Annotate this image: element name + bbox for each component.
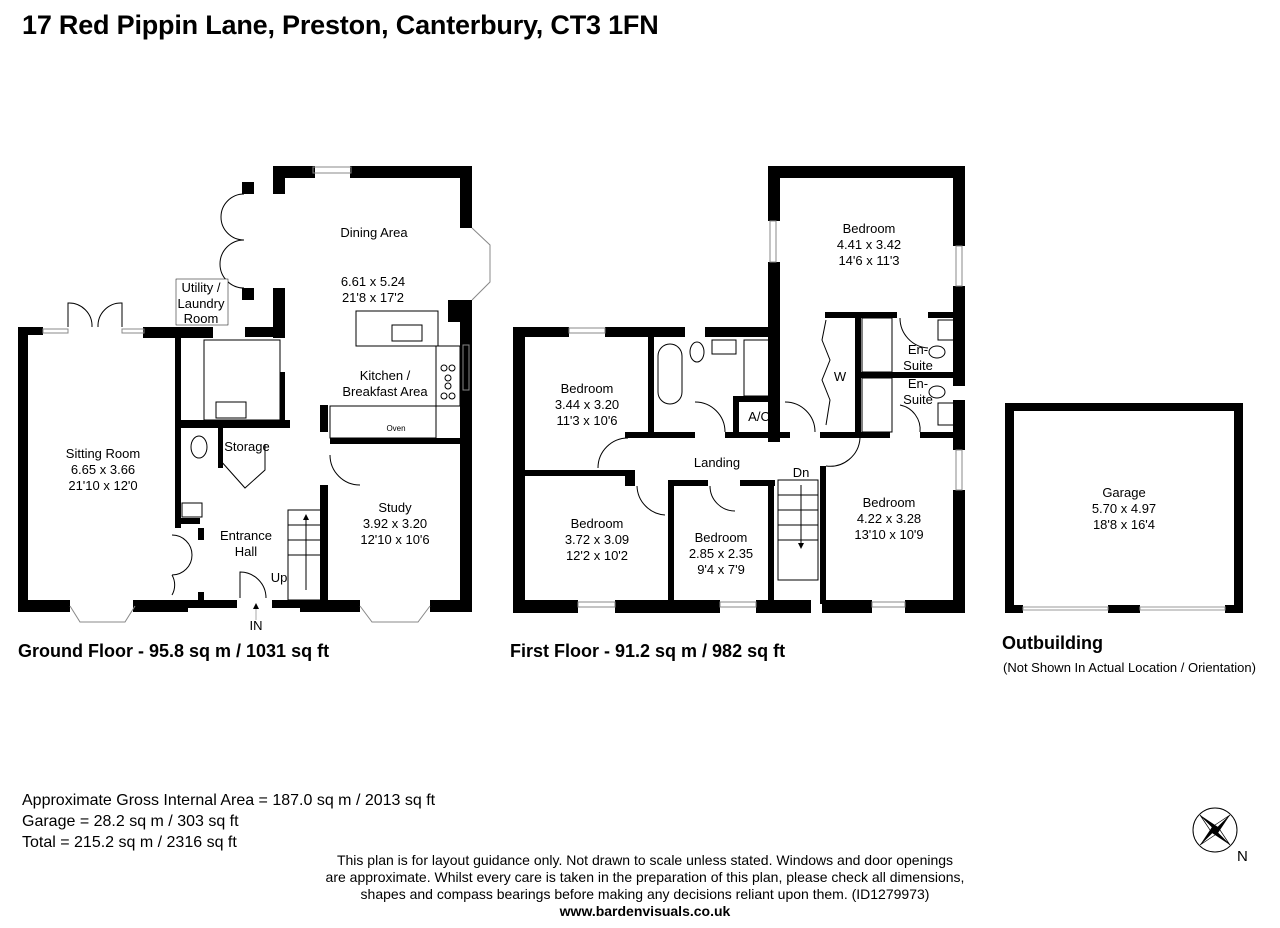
compass-rose-icon bbox=[1192, 807, 1238, 853]
gross-area: Approximate Gross Internal Area = 187.0 … bbox=[22, 792, 436, 809]
svg-text:Entrance: Entrance bbox=[220, 528, 272, 543]
svg-text:3.44 x 3.20: 3.44 x 3.20 bbox=[555, 397, 619, 412]
svg-text:Bedroom: Bedroom bbox=[561, 381, 614, 396]
svg-text:A/C: A/C bbox=[748, 409, 770, 424]
svg-text:Laundry: Laundry bbox=[178, 296, 225, 311]
svg-text:IN: IN bbox=[250, 618, 263, 633]
svg-text:Bedroom: Bedroom bbox=[695, 530, 748, 545]
compass-north-label: N bbox=[1237, 848, 1248, 865]
svg-text:4.22 x 3.28: 4.22 x 3.28 bbox=[857, 511, 921, 526]
first-floor-caption: First Floor - 91.2 sq m / 982 sq ft bbox=[510, 641, 786, 661]
svg-text:Up: Up bbox=[271, 570, 288, 585]
area-summary: Approximate Gross Internal Area = 187.0 … bbox=[22, 790, 435, 853]
disclaimer: This plan is for layout guidance only. N… bbox=[290, 852, 1000, 920]
svg-text:Garage: Garage bbox=[1102, 485, 1145, 500]
website-link[interactable]: www.bardenvisuals.co.uk bbox=[559, 903, 731, 919]
svg-text:Study: Study bbox=[378, 500, 412, 515]
svg-text:14'6 x 11'3: 14'6 x 11'3 bbox=[838, 253, 899, 268]
svg-text:Sitting Room: Sitting Room bbox=[66, 446, 140, 461]
svg-text:Bedroom: Bedroom bbox=[571, 516, 624, 531]
svg-text:11'3 x 10'6: 11'3 x 10'6 bbox=[556, 413, 617, 428]
svg-text:Suite: Suite bbox=[903, 358, 933, 373]
svg-text:21'8 x 17'2: 21'8 x 17'2 bbox=[342, 290, 404, 305]
svg-text:12'2 x 10'2: 12'2 x 10'2 bbox=[566, 548, 628, 563]
total-area: Total = 215.2 sq m / 2316 sq ft bbox=[22, 834, 237, 851]
garage-area: Garage = 28.2 sq m / 303 sq ft bbox=[22, 813, 239, 830]
svg-text:21'10 x 12'0: 21'10 x 12'0 bbox=[68, 478, 137, 493]
svg-text:Room: Room bbox=[184, 311, 219, 326]
svg-text:Kitchen /: Kitchen / bbox=[360, 368, 411, 383]
ground-floor-caption: Ground Floor - 95.8 sq m / 1031 sq ft bbox=[18, 641, 330, 661]
svg-text:Bedroom: Bedroom bbox=[863, 495, 916, 510]
first-floor-labels: Bedroom 4.41 x 3.42 14'6 x 11'3 Bedroom … bbox=[555, 221, 933, 577]
svg-text:Dn: Dn bbox=[793, 465, 810, 480]
svg-text:En-: En- bbox=[908, 376, 928, 391]
svg-text:9'4 x 7'9: 9'4 x 7'9 bbox=[697, 562, 745, 577]
svg-text:3.92 x 3.20: 3.92 x 3.20 bbox=[363, 516, 427, 531]
svg-text:Utility /: Utility / bbox=[182, 280, 221, 295]
disclaimer-line-2: are approximate. Whilst every care is ta… bbox=[325, 869, 965, 885]
svg-text:6.61 x 5.24: 6.61 x 5.24 bbox=[341, 274, 405, 289]
disclaimer-line-1: This plan is for layout guidance only. N… bbox=[336, 852, 954, 868]
svg-text:13'10 x 10'9: 13'10 x 10'9 bbox=[854, 527, 923, 542]
svg-text:Suite: Suite bbox=[903, 392, 933, 407]
disclaimer-line-3: shapes and compass bearings before makin… bbox=[360, 886, 930, 902]
svg-text:Landing: Landing bbox=[694, 455, 740, 470]
svg-text:Breakfast Area: Breakfast Area bbox=[342, 384, 428, 399]
svg-text:W: W bbox=[834, 369, 847, 384]
svg-text:12'10 x 10'6: 12'10 x 10'6 bbox=[360, 532, 429, 547]
svg-text:2.85 x 2.35: 2.85 x 2.35 bbox=[689, 546, 753, 561]
svg-text:5.70 x 4.97: 5.70 x 4.97 bbox=[1092, 501, 1156, 516]
svg-text:18'8 x 16'4: 18'8 x 16'4 bbox=[1093, 517, 1155, 532]
svg-text:4.41 x 3.42: 4.41 x 3.42 bbox=[837, 237, 901, 252]
ground-floor-labels: Dining Area 6.61 x 5.24 21'8 x 17'2 Kitc… bbox=[66, 225, 430, 633]
property-address-title: 17 Red Pippin Lane, Preston, Canterbury,… bbox=[22, 10, 659, 40]
svg-text:Hall: Hall bbox=[235, 544, 258, 559]
ground-floor-details bbox=[42, 166, 491, 623]
svg-text:Storage: Storage bbox=[224, 439, 270, 454]
svg-text:3.72 x 3.09: 3.72 x 3.09 bbox=[565, 532, 629, 547]
first-floor-details bbox=[568, 220, 963, 608]
svg-text:Oven: Oven bbox=[386, 424, 405, 433]
first-floor-plan bbox=[513, 166, 965, 613]
garage-plan: Garage 5.70 x 4.97 18'8 x 16'4 bbox=[1005, 403, 1243, 613]
svg-text:Bedroom: Bedroom bbox=[843, 221, 896, 236]
svg-text:6.65 x 3.66: 6.65 x 3.66 bbox=[71, 462, 135, 477]
svg-text:En-: En- bbox=[908, 342, 928, 357]
outbuilding-title: Outbuilding bbox=[1002, 633, 1103, 653]
svg-text:Dining Area: Dining Area bbox=[340, 225, 408, 240]
outbuilding-note: (Not Shown In Actual Location / Orientat… bbox=[1003, 660, 1256, 675]
